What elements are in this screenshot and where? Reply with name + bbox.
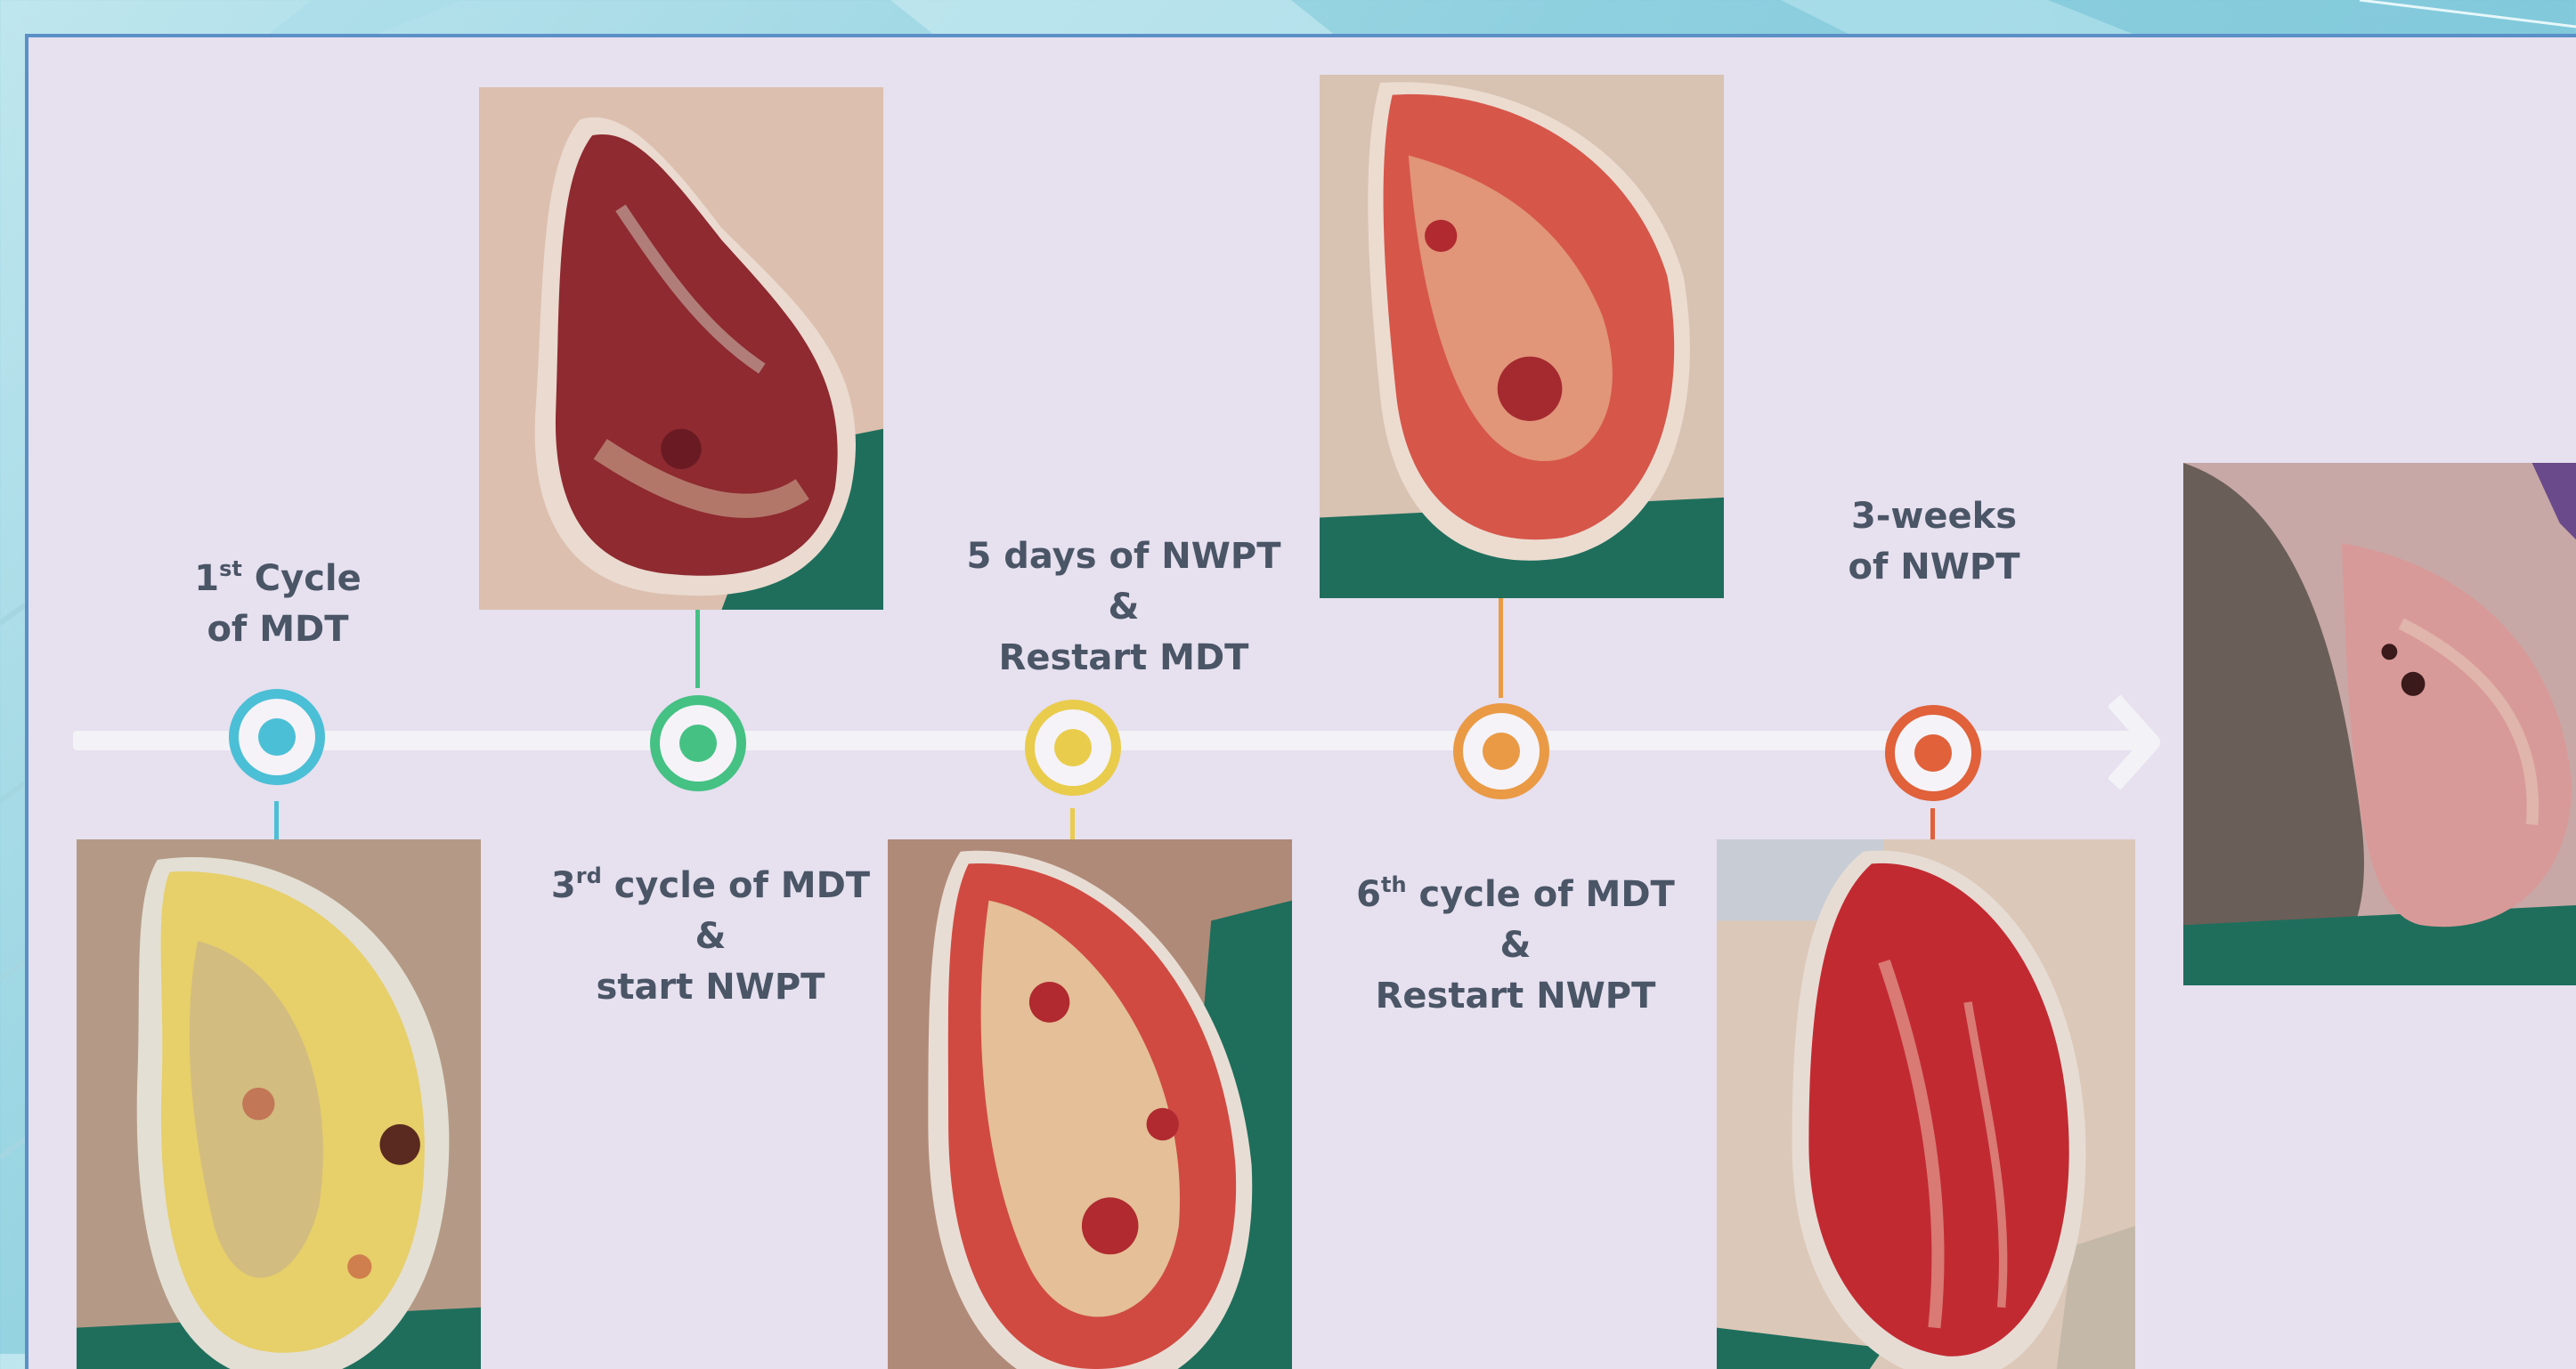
stage-label-2: 3rd cycle of MDT & start NWPT <box>532 861 889 1013</box>
timeline-stem-4 <box>1499 598 1503 698</box>
wound-photo-stage-2 <box>479 87 883 610</box>
wound-photo-stage-3 <box>888 839 1292 1369</box>
wound-photo-stage-1 <box>77 839 481 1369</box>
timeline-marker-2 <box>650 695 746 791</box>
stage-label-3: 5 days of NWPT & Restart MDT <box>946 531 1302 684</box>
stage-label-1: 1st Cycle of MDT <box>162 554 394 655</box>
wound-photo-stage-4 <box>1320 75 1724 598</box>
arrow-right-icon <box>2109 693 2162 791</box>
timeline-marker-3 <box>1025 700 1121 796</box>
wound-photo-stage-5 <box>1717 839 2135 1369</box>
timeline-marker-5 <box>1885 705 1981 801</box>
timeline-stem-2 <box>695 608 700 688</box>
timeline-marker-1 <box>229 689 325 785</box>
target-icon <box>258 718 296 756</box>
target-icon <box>1914 734 1952 772</box>
timeline-panel: 1st Cycle of MDT 3rd cycle of MDT & star… <box>25 34 2576 1369</box>
wound-photo-healed <box>2183 463 2576 985</box>
stage-label-4: 6th cycle of MDT & Restart NWPT <box>1337 870 1694 1022</box>
target-icon <box>679 725 717 762</box>
target-icon <box>1483 733 1520 770</box>
timeline-marker-4 <box>1453 703 1549 799</box>
target-icon <box>1054 729 1092 766</box>
stage-label-5: 3-weeks of NWPT <box>1809 491 2059 593</box>
